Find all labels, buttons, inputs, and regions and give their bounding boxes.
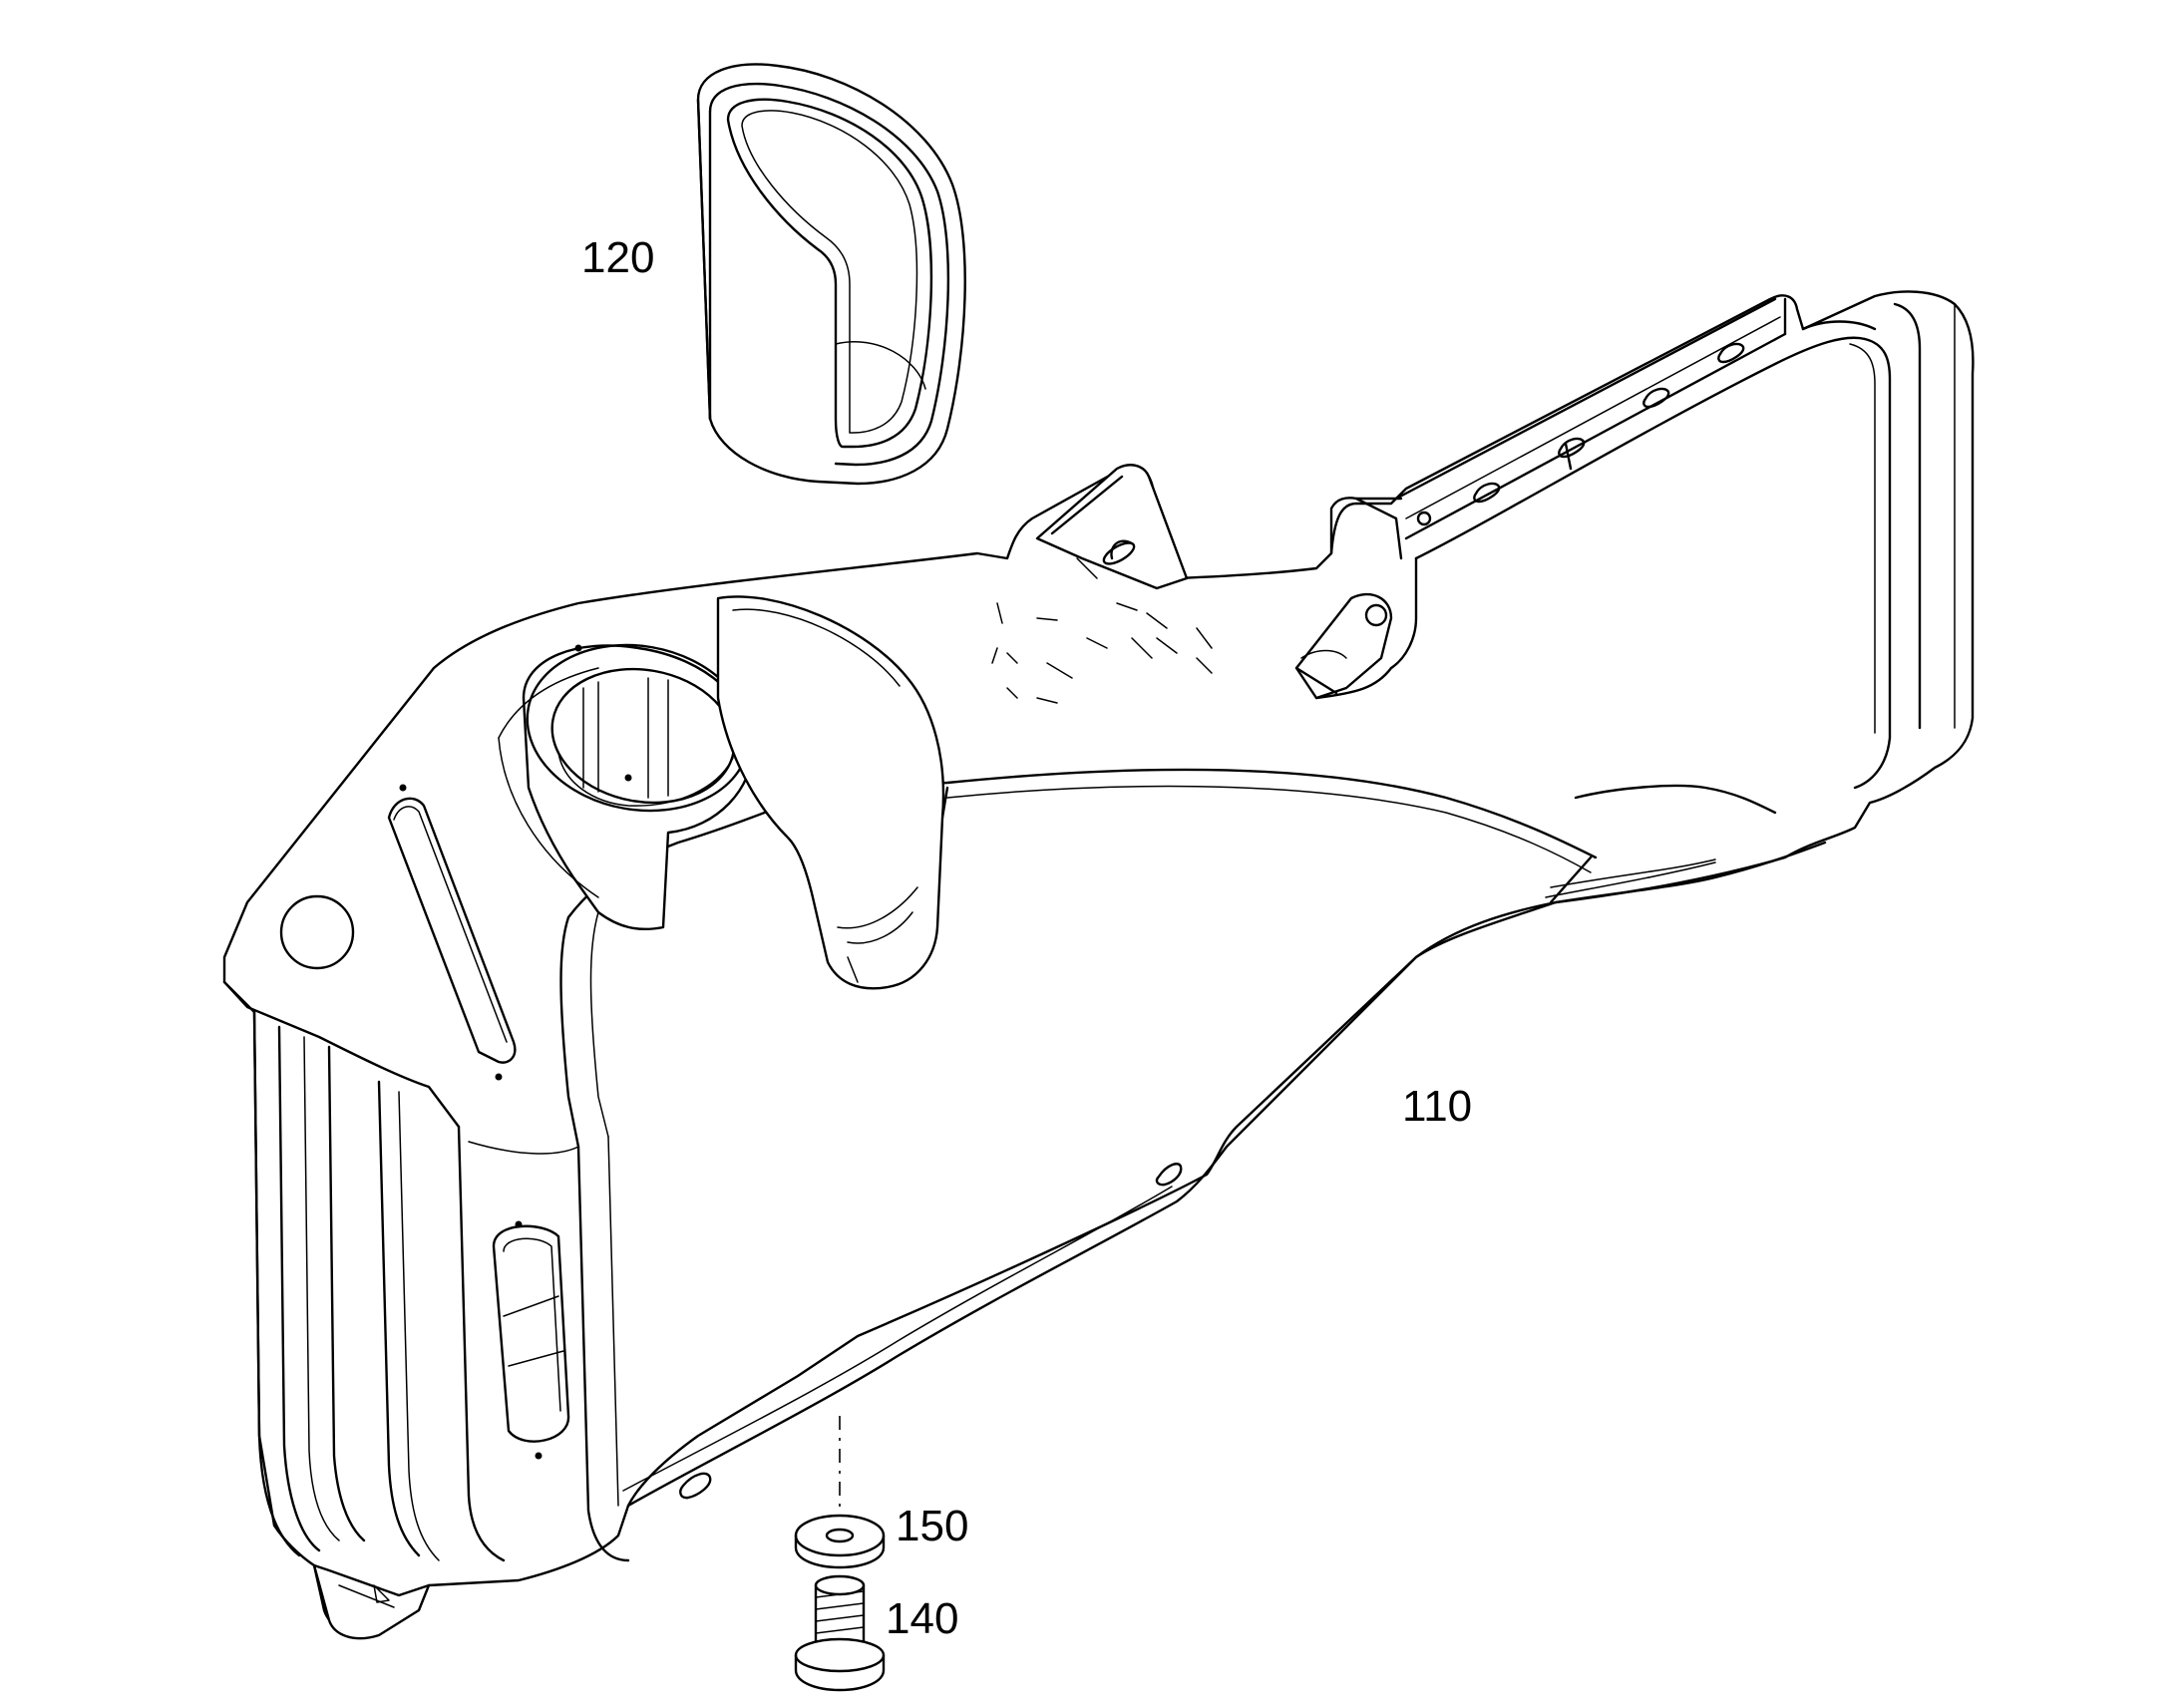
part-140-screw <box>794 1574 886 1692</box>
callout-120: 120 <box>581 233 655 282</box>
callout-140: 140 <box>886 1594 959 1643</box>
part-150-washer <box>794 1514 886 1569</box>
part-110-body <box>222 290 1975 1640</box>
callout-150: 150 <box>896 1502 969 1550</box>
part-120-liner <box>696 63 966 486</box>
callout-110: 110 <box>1402 1082 1473 1131</box>
